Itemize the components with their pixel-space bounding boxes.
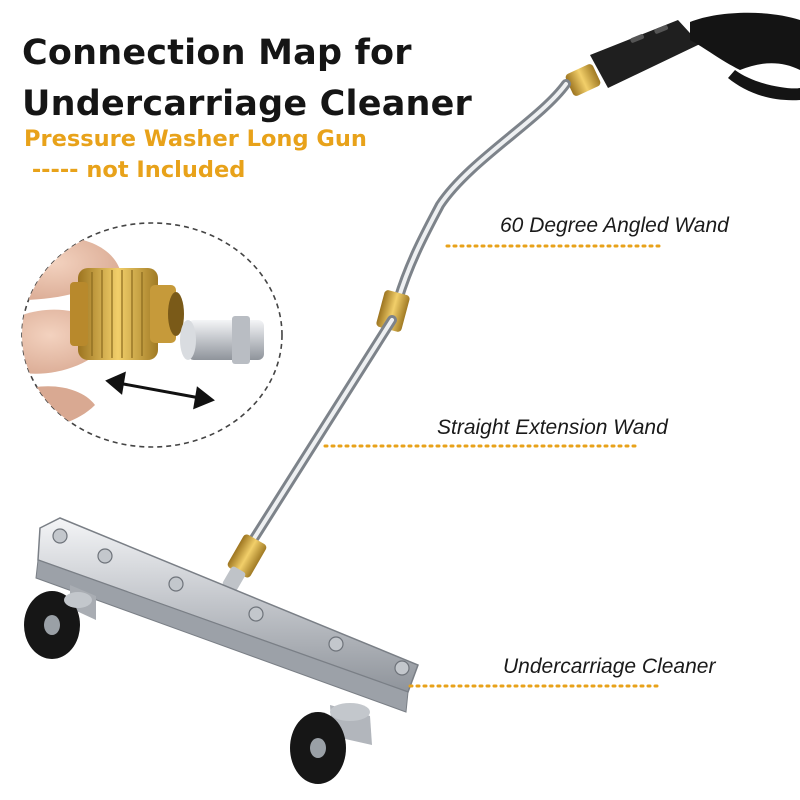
undercarriage-cleaner-body	[24, 517, 419, 784]
lower-coupler	[222, 534, 267, 592]
callout-extension-wand: Straight Extension Wand	[437, 416, 668, 439]
title-line-2: Undercarriage Cleaner	[22, 84, 473, 124]
angled-wand	[393, 79, 571, 305]
title-line-1: Connection Map for	[22, 33, 412, 73]
quick-connect-coupler-icon	[22, 237, 264, 430]
subtitle-line-1: Pressure Washer Long Gun	[24, 126, 367, 152]
middle-coupler	[376, 290, 410, 332]
subtitle-line-2: ----- not Included	[24, 157, 246, 183]
double-arrow-icon	[105, 371, 215, 410]
subtitle-note: Pressure Washer Long Gun ----- not Inclu…	[24, 124, 367, 186]
callout-leaders	[323, 244, 662, 688]
callout-undercarriage-cleaner: Undercarriage Cleaner	[503, 655, 716, 678]
spray-gun-handle	[565, 12, 800, 101]
extension-wand	[243, 315, 397, 553]
callout-angled-wand: 60 Degree Angled Wand	[500, 214, 729, 237]
quick-connect-inset	[21, 222, 283, 448]
page-title: Connection Map for Undercarriage Cleaner	[22, 28, 472, 130]
